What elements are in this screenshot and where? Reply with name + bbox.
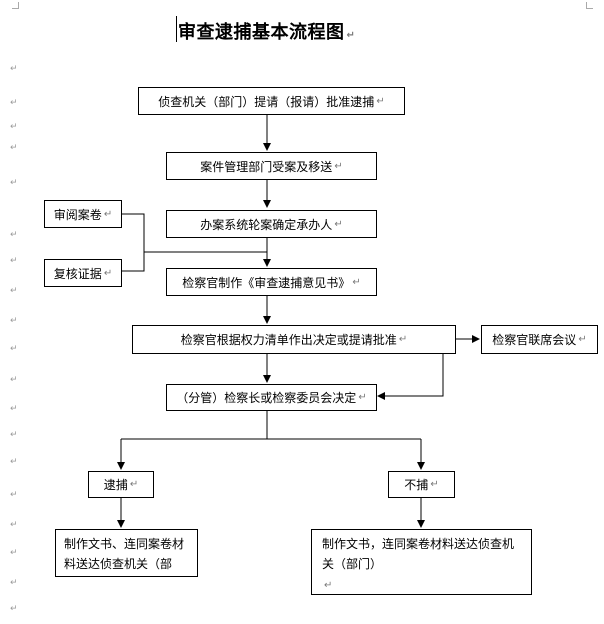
node-case-management: 案件管理部门受案及移送↵ xyxy=(166,152,377,180)
paragraph-mark: ↵ xyxy=(10,548,18,558)
node-review-files: 审阅案卷↵ xyxy=(44,200,122,228)
paragraph-mark: ↵ xyxy=(10,490,18,500)
node-review-opinion: 检察官制作《审查逮捕意见书》↵ xyxy=(166,268,377,296)
paragraph-mark: ↵ xyxy=(324,580,333,591)
paragraph-mark: ↵ xyxy=(10,122,18,132)
node-request-arrest: 侦查机关（部门）提请（报请）批准逮捕↵ xyxy=(138,87,405,115)
paragraph-mark: ↵ xyxy=(10,604,18,614)
paragraph-mark: ↵ xyxy=(10,178,18,188)
node-verify-evidence-label: 复核证据 xyxy=(53,266,102,281)
node-no-arrest-output-label: 制作文书，连同案卷材料送达侦查机关（部门） xyxy=(322,537,515,571)
paragraph-mark: ↵ xyxy=(430,479,439,490)
node-verify-evidence: 复核证据↵ xyxy=(44,259,122,287)
paragraph-mark: ↵ xyxy=(10,256,18,266)
paragraph-mark: ↵ xyxy=(10,230,18,240)
paragraph-mark: ↵ xyxy=(10,98,18,108)
node-arrest-output: 制作文书、连同案卷材料送达侦查机关（部 xyxy=(55,529,198,577)
paragraph-mark: ↵ xyxy=(398,334,408,345)
paragraph-mark: ↵ xyxy=(10,344,18,354)
node-chief-decision-label: （分管）检察长或检察委员会决定 xyxy=(176,391,357,405)
paragraph-mark: ↵ xyxy=(10,404,18,414)
node-no-arrest-output: 制作文书，连同案卷材料送达侦查机关（部门） ↵ xyxy=(311,529,532,595)
paragraph-mark: ↵ xyxy=(103,267,113,279)
node-arrest: 逮捕↵ xyxy=(88,471,154,498)
paragraph-mark: ↵ xyxy=(358,392,367,403)
paragraph-mark: ↵ xyxy=(578,334,587,345)
node-joint-meeting-label: 检察官联席会议 xyxy=(492,333,577,347)
paragraph-mark: ↵ xyxy=(129,479,139,490)
paragraph-mark: ↵ xyxy=(376,95,385,107)
node-chief-decision: （分管）检察长或检察委员会决定↵ xyxy=(166,384,377,411)
node-prosecutor-decision-label: 检察官根据权力清单作出决定或提请批准 xyxy=(180,333,397,347)
title-text: 审查逮捕基本流程图 xyxy=(178,22,345,43)
paragraph-mark: ↵ xyxy=(346,30,356,41)
paragraph-mark: ↵ xyxy=(10,520,18,530)
node-assign-handler: 办案系统轮案确定承办人↵ xyxy=(166,210,377,238)
line-review xyxy=(122,213,145,252)
node-prosecutor-decision: 检察官根据权力清单作出决定或提请批准↵ xyxy=(132,325,456,354)
page-title: 审查逮捕基本流程图↵ xyxy=(178,18,355,44)
paragraph-mark: ↵ xyxy=(10,578,18,588)
node-arrest-output-label: 制作文书、连同案卷材料送达侦查机关（部 xyxy=(64,537,185,571)
paragraph-mark: ↵ xyxy=(10,286,18,296)
text-cursor xyxy=(176,16,177,42)
node-assign-handler-label: 办案系统轮案确定承办人 xyxy=(200,217,333,232)
paragraph-mark: ↵ xyxy=(103,208,113,220)
paragraph-mark: ↵ xyxy=(334,160,343,172)
node-arrest-label: 逮捕 xyxy=(103,478,128,492)
paragraph-mark: ↵ xyxy=(10,316,18,326)
paragraph-mark: ↵ xyxy=(352,276,361,288)
node-review-opinion-label: 检察官制作《审查逮捕意见书》 xyxy=(182,275,351,290)
node-case-management-label: 案件管理部门受案及移送 xyxy=(200,159,333,174)
paragraph-mark: ↵ xyxy=(10,375,18,385)
node-no-arrest: 不捕↵ xyxy=(388,471,455,498)
paragraph-mark: ↵ xyxy=(10,457,18,467)
paragraph-mark: ↵ xyxy=(10,430,18,440)
paragraph-mark: ↵ xyxy=(334,218,343,230)
line-verify xyxy=(122,252,145,272)
paragraph-mark: ↵ xyxy=(10,64,18,74)
paragraph-mark: ↵ xyxy=(10,143,18,153)
node-request-arrest-label: 侦查机关（部门）提请（报请）批准逮捕 xyxy=(158,94,375,109)
node-joint-meeting: 检察官联席会议↵ xyxy=(481,325,598,354)
arrow-n5-n6-return xyxy=(377,354,444,400)
node-review-files-label: 审阅案卷 xyxy=(53,207,102,222)
page-corner-mark xyxy=(12,2,19,9)
node-no-arrest-label: 不捕 xyxy=(404,478,429,492)
page-corner-mark xyxy=(586,2,593,9)
